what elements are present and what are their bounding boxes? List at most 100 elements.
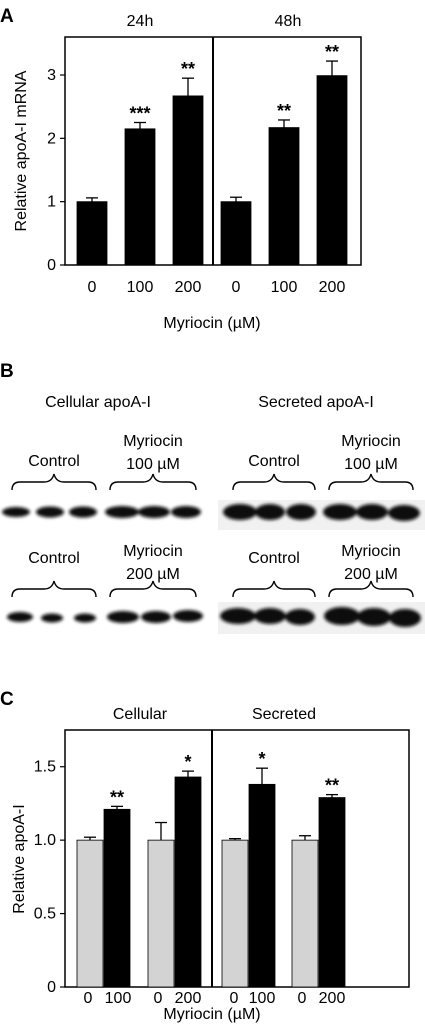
- blot-band: [173, 610, 203, 622]
- panel-c-xlabel: Myriocin (µM): [163, 1006, 260, 1023]
- x-tick-label: 0: [230, 990, 239, 1007]
- blot-band: [324, 607, 360, 625]
- panel-a-chart: 24h 48h Relative apoA-I mRNA Myriocin (µ…: [13, 13, 362, 332]
- blot-band: [255, 504, 285, 520]
- y-tick-label: 0: [47, 979, 56, 996]
- bar: [291, 839, 319, 988]
- bar: [316, 75, 348, 266]
- y-tick-label: 1.5: [34, 759, 56, 776]
- blot-myriocin-label-1: Myriocin: [123, 433, 183, 450]
- x-tick-label: 100: [105, 990, 132, 1007]
- blot-band: [220, 608, 256, 624]
- bar: [124, 128, 156, 266]
- x-tick-label: 200: [319, 279, 346, 296]
- x-tick-label: 200: [175, 990, 202, 1007]
- brace-control-1: [11, 473, 97, 491]
- bar: [147, 839, 175, 988]
- significance-label: **: [325, 42, 339, 62]
- y-tick-label: 3: [47, 67, 56, 84]
- brace-control-2: [232, 473, 316, 491]
- blot-myriocin-label-4: Myriocin: [341, 543, 401, 560]
- blot-band: [356, 504, 388, 520]
- blot-dose-label-3: 200 µM: [126, 566, 180, 583]
- panel-c-letter: C: [0, 689, 14, 710]
- significance-label: **: [325, 776, 339, 796]
- blot-band: [107, 611, 139, 623]
- group-label-secreted: Secreted: [252, 706, 316, 723]
- bar: [174, 776, 202, 988]
- blot-band: [141, 611, 171, 623]
- blot-myriocin-label-2: Myriocin: [341, 433, 401, 450]
- brace-myriocin-4: [328, 580, 414, 598]
- blot-band: [286, 504, 316, 520]
- x-tick-label: 100: [249, 990, 276, 1007]
- panel-a-ylabel: Relative apoA-I mRNA: [13, 70, 30, 231]
- panel-c-ylabel: Relative apoA-I: [11, 804, 28, 913]
- bar: [103, 808, 131, 988]
- x-tick-label: 0: [84, 990, 93, 1007]
- blot-band: [323, 504, 357, 520]
- blot-band: [105, 506, 139, 518]
- blot-control-label-2: Control: [248, 453, 300, 470]
- y-tick-label: 1: [47, 194, 56, 211]
- blot-dose-label-4: 200 µM: [344, 566, 398, 583]
- y-tick-label: 1.0: [34, 832, 56, 849]
- x-tick-label: 100: [271, 279, 298, 296]
- blot-myriocin-label-3: Myriocin: [123, 543, 183, 560]
- significance-label: **: [110, 787, 124, 807]
- blot-control-label-3: Control: [28, 550, 80, 567]
- blot-image: [2, 500, 425, 634]
- bar: [220, 201, 252, 266]
- brace-myriocin-3: [109, 580, 197, 598]
- blot-band: [2, 507, 30, 517]
- y-tick-label: 0.5: [34, 906, 56, 923]
- significance-label: *: [258, 749, 265, 769]
- blot-band: [254, 608, 286, 624]
- brace-control-3: [11, 580, 97, 598]
- bar: [76, 201, 108, 266]
- x-tick-label: 0: [88, 279, 97, 296]
- y-tick-label: 0: [47, 257, 56, 274]
- blot-control-label-4: Control: [248, 550, 300, 567]
- brace-control-4: [232, 580, 316, 598]
- blot-band: [69, 506, 97, 518]
- blot-band: [36, 506, 64, 518]
- x-tick-label: 0: [232, 279, 241, 296]
- x-tick-label: 0: [298, 990, 307, 1007]
- panel-c-chart: Cellular Secreted Relative apoA-I Myrioc…: [11, 706, 410, 1023]
- blot-band: [7, 612, 33, 622]
- blot-band: [389, 609, 421, 627]
- panel-a-letter: A: [0, 6, 14, 27]
- significance-label: ***: [129, 104, 150, 124]
- x-tick-label: 200: [319, 990, 346, 1007]
- bar: [248, 783, 276, 988]
- bar: [221, 839, 249, 988]
- blot-band: [171, 506, 201, 518]
- significance-label: **: [277, 101, 291, 121]
- blot-band: [138, 506, 170, 518]
- blot-band: [285, 609, 315, 625]
- blot-band: [223, 504, 257, 520]
- blot-braces: [11, 473, 414, 598]
- significance-label: **: [181, 59, 195, 79]
- bar: [172, 95, 204, 266]
- bar: [318, 797, 346, 988]
- group-label-cellular: Cellular: [113, 706, 168, 723]
- group-label-24h: 24h: [127, 13, 154, 30]
- brace-myriocin-1: [109, 473, 197, 491]
- blot-band: [357, 608, 391, 626]
- bar: [76, 839, 104, 988]
- blot-band: [41, 613, 63, 623]
- blot-control-label-1: Control: [28, 453, 80, 470]
- bar: [268, 127, 300, 266]
- x-tick-label: 100: [127, 279, 154, 296]
- panel-b-letter: B: [0, 361, 14, 382]
- blot-dose-label-1: 100 µM: [126, 456, 180, 473]
- blot-left-title: Cellular apoA-I: [45, 394, 151, 411]
- x-tick-label: 200: [175, 279, 202, 296]
- significance-label: *: [184, 752, 191, 772]
- x-tick-label: 0: [154, 990, 163, 1007]
- blot-right-title: Secreted apoA-I: [258, 394, 374, 411]
- blot-band: [388, 505, 420, 521]
